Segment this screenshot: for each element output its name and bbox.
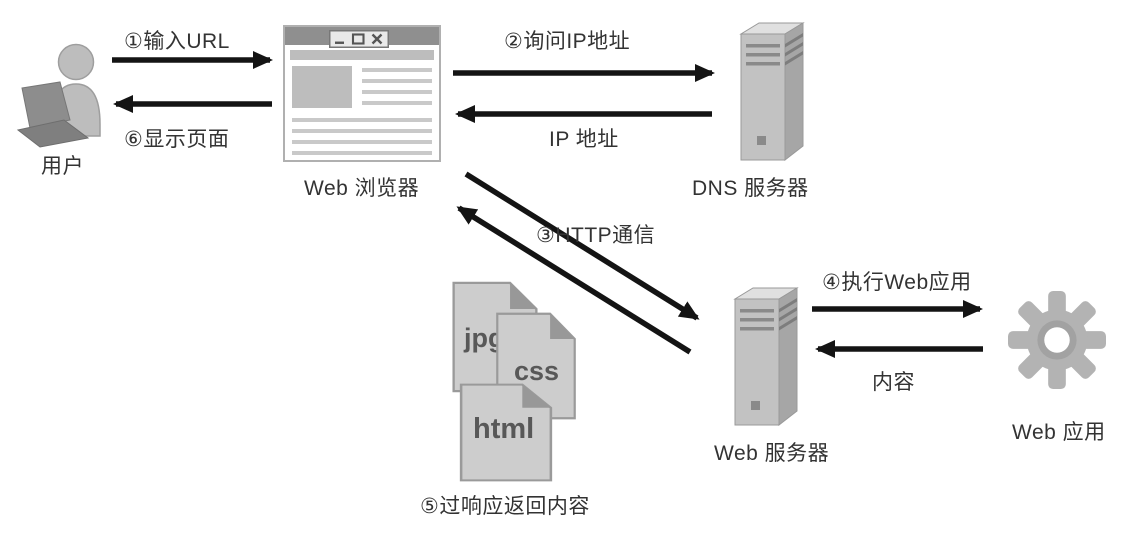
file-label-html: html — [473, 413, 535, 445]
node-label-user: 用户 — [41, 155, 84, 178]
browser-titlebar — [285, 27, 439, 48]
edge-label-display-page: ⑥显示页面 — [124, 128, 230, 151]
window-controls-icon — [329, 30, 389, 48]
arrow-http-response — [456, 205, 692, 355]
node-label-web-app: Web 应用 — [1012, 421, 1106, 444]
browser-window-icon — [283, 25, 441, 162]
node-label-dns-server: DNS 服务器 — [692, 177, 809, 200]
node-label-response-files: ⑤过响应返回内容 — [420, 495, 590, 518]
file-label-css: css — [514, 356, 560, 386]
node-label-browser: Web 浏览器 — [304, 177, 420, 200]
edge-label-query-ip: ②询问IP地址 — [504, 30, 631, 53]
web-server-icon — [727, 283, 807, 433]
dns-server-icon — [733, 18, 813, 168]
edge-label-content: 内容 — [872, 371, 915, 394]
page-text-lines-full — [292, 118, 432, 162]
edge-label-exec-webapp: ④执行Web应用 — [822, 271, 972, 294]
user-icon — [16, 38, 118, 148]
web-app-gear-icon — [1008, 290, 1106, 390]
page-text-lines-right — [362, 68, 432, 112]
browser-address-bar — [290, 50, 434, 60]
file-icon-html: html — [455, 383, 557, 482]
arrow-http-request — [464, 171, 700, 321]
browser-page-content — [292, 66, 432, 166]
edge-label-input-url: ①输入URL — [124, 30, 230, 53]
edge-label-http-comm: ③HTTP通信 — [536, 224, 656, 247]
node-label-web-server: Web 服务器 — [714, 442, 830, 465]
edge-label-ip-address: IP 地址 — [549, 128, 619, 151]
page-image-placeholder — [292, 66, 352, 108]
